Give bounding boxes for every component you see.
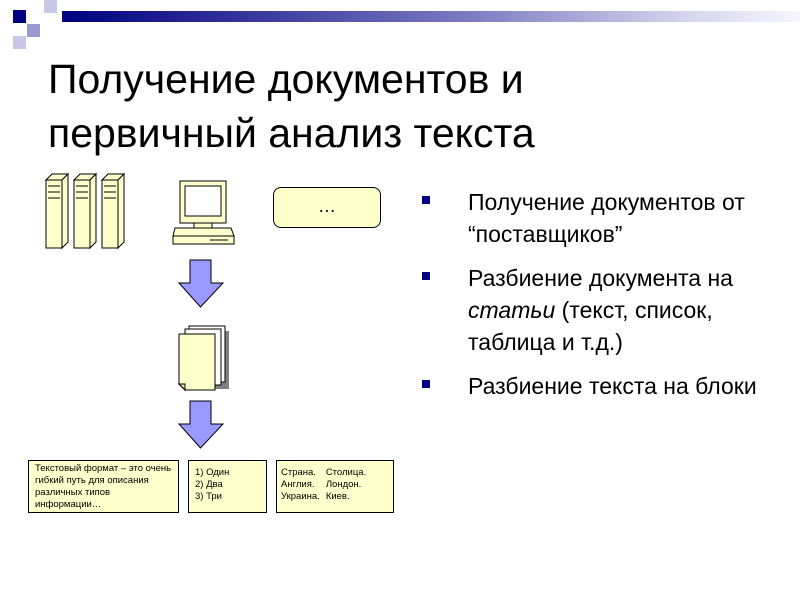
- bullet-text: Разбиение текста на блоки: [468, 373, 757, 399]
- list-item: 2) Два: [195, 479, 223, 490]
- square-bullet-icon: [422, 272, 430, 280]
- corner-decoration: [0, 0, 80, 60]
- header-gradient-bar: [62, 11, 800, 22]
- documents-stack-icon: [177, 325, 229, 392]
- bullet-list: Получение документов от “поставщиков” Ра…: [414, 186, 794, 414]
- table-cell: Лондон.: [325, 479, 362, 490]
- computer-icon: [172, 180, 235, 245]
- title-line-1: Получение документов и: [48, 56, 524, 102]
- bullet-item: Разбиение текста на блоки: [414, 370, 794, 402]
- server-rack-icon: [44, 172, 126, 250]
- table-row: Страна. Столица.: [281, 467, 372, 479]
- list-item: 3) Три: [195, 491, 222, 502]
- list-item: 1) Один: [195, 467, 230, 478]
- table-cell: Украина.: [281, 491, 320, 502]
- table-cell: Страна.: [281, 467, 316, 478]
- square-bullet-icon: [422, 380, 430, 388]
- bullet-text-after: (текст, список, таблица и т.д.): [468, 297, 713, 355]
- arrow-down-icon: [178, 400, 224, 449]
- bullet-text-before: Разбиение документа на: [468, 265, 733, 291]
- ellipsis-box: …: [273, 187, 381, 228]
- bullet-text: Получение документов от “поставщиков”: [468, 189, 745, 247]
- bullet-item: Получение документов от “поставщиков”: [414, 186, 794, 250]
- bullet-text-italic: статьи: [468, 297, 556, 323]
- text-format-box: Текстовый формат – это очень гибкий путь…: [28, 460, 179, 513]
- table-cell: Столица.: [325, 467, 367, 478]
- table-cell: Киев.: [325, 491, 350, 502]
- table-row: Англия. Лондон.: [281, 479, 372, 491]
- table-row: Украина. Киев.: [281, 491, 372, 503]
- table-cell: Англия.: [281, 479, 315, 490]
- title-line-2: первичный анализ текста: [48, 110, 535, 156]
- bullet-item: Разбиение документа на статьи (текст, сп…: [414, 262, 794, 358]
- table-box: Страна. Столица. Англия. Лондон. Украина…: [276, 460, 394, 513]
- list-box: 1) Один 2) Два 3) Три: [188, 460, 267, 513]
- square-bullet-icon: [422, 196, 430, 204]
- slide-title: Получение документов и первичный анализ …: [48, 52, 748, 160]
- country-capital-table: Страна. Столица. Англия. Лондон. Украина…: [281, 467, 372, 503]
- arrow-down-icon: [178, 259, 224, 308]
